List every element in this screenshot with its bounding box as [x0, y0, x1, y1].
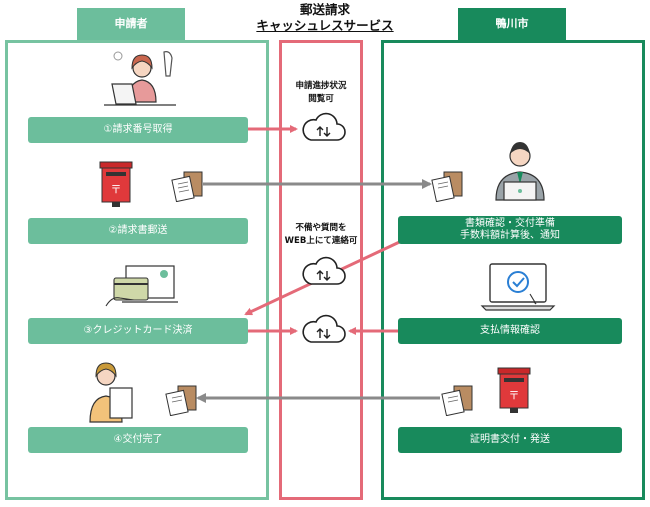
staff-icon	[495, 142, 545, 201]
note-progress: 申請進捗状況 閲覧可	[283, 80, 359, 106]
step-request-number: ①請求番号取得	[28, 117, 248, 143]
city-panel	[381, 40, 645, 500]
step-document-review-line2: 手数料額計算後、通知	[460, 230, 560, 241]
person-document-icon	[89, 362, 133, 423]
cloud-sync-icon	[302, 314, 346, 343]
document-envelope-icon	[171, 171, 203, 202]
applicant-panel	[5, 40, 269, 500]
document-envelope-icon	[165, 385, 197, 416]
note-web-contact-line1: 不備や質問を	[295, 223, 347, 233]
cloud-column	[279, 40, 363, 500]
svg-text:〒: 〒	[111, 183, 122, 196]
service-title: 郵送請求 キャッシュレスサービス	[250, 2, 400, 34]
post-box-icon: 〒	[497, 367, 531, 413]
note-web-contact-line2: WEB上にて連絡可	[284, 236, 358, 246]
note-progress-line1: 申請進捗状況	[295, 81, 347, 91]
credit-card-icon	[105, 265, 178, 307]
applicant-header: 申請者	[77, 8, 185, 40]
note-web-contact: 不備や質問を WEB上にて連絡可	[283, 222, 359, 248]
document-envelope-icon	[431, 171, 463, 202]
service-title-line1: 郵送請求	[299, 2, 350, 17]
step-document-review-line1: 書類確認・交付準備	[465, 218, 555, 229]
step-certificate-issue: 証明書交付・発送	[398, 427, 622, 453]
step-mail-request: ②請求書郵送	[28, 218, 248, 244]
step-payment-check: 支払情報確認	[398, 318, 622, 344]
step-delivery-complete: ④交付完了	[28, 427, 248, 453]
cloud-sync-icon	[302, 256, 346, 285]
city-header: 鴨川市	[458, 8, 566, 40]
step-document-review: 書類確認・交付準備 手数料額計算後、通知	[398, 216, 622, 244]
laptop-check-icon	[480, 263, 556, 311]
post-box-icon: 〒	[99, 161, 133, 207]
person-laptop-icon	[104, 51, 176, 106]
step-card-payment: ③クレジットカード決済	[28, 318, 248, 344]
cloud-sync-icon	[302, 112, 346, 141]
document-envelope-icon	[441, 385, 473, 416]
svg-text:〒: 〒	[509, 389, 520, 402]
note-progress-line2: 閲覧可	[308, 94, 334, 104]
service-title-line2: キャッシュレスサービス	[256, 18, 394, 33]
